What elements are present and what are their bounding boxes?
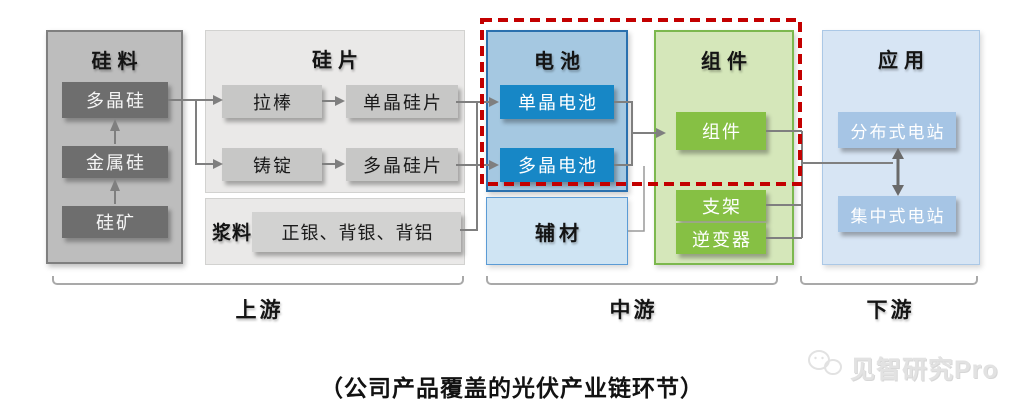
section-application: 应用 分布式电站 集中式电站 (822, 30, 980, 265)
brace-downstream (800, 276, 978, 285)
section-cell: 电池 单晶电池 多晶电池 (486, 30, 628, 192)
stage-label-upstream: 上游 (235, 299, 284, 322)
node-module: 组件 (676, 112, 766, 150)
brace-midstream (486, 276, 778, 285)
node-polysilicon: 多晶硅 (62, 82, 168, 118)
node-bracket: 支架 (676, 190, 766, 221)
node-poly-wafer: 多晶硅片 (346, 148, 458, 181)
node-mono-cell: 单晶电池 (500, 85, 614, 119)
stage-label-downstream: 下游 (866, 299, 915, 322)
section-paste: 浆料 正银、背银、背铝 (205, 198, 465, 265)
node-centralized-station: 集中式电站 (838, 196, 956, 232)
watermark-text: 见智研究Pro (850, 355, 999, 384)
node-poly-cell: 多晶电池 (500, 148, 614, 182)
node-paste-materials: 正银、背银、背铝 (252, 212, 461, 252)
node-inverter: 逆变器 (676, 223, 766, 254)
module-title: 组件 (701, 51, 753, 73)
section-silicon-material: 硅料 多晶硅 金属硅 硅矿 (46, 30, 183, 264)
node-mono-wafer: 单晶硅片 (346, 85, 458, 118)
paste-label: 浆料 (212, 223, 253, 244)
brace-upstream (52, 276, 464, 285)
section-auxiliary-material: 辅材 (486, 197, 628, 265)
stage-label-midstream: 中游 (609, 299, 658, 322)
section-wafer: 硅片 拉棒 单晶硅片 铸锭 多晶硅片 (205, 30, 465, 193)
wafer-title: 硅片 (312, 50, 364, 72)
section-module: 组件 组件 支架 逆变器 (654, 30, 794, 265)
application-title: 应用 (878, 50, 930, 72)
node-rod-pulling: 拉棒 (222, 85, 322, 118)
diagram-caption: （公司产品覆盖的光伏产业链环节） (320, 375, 704, 401)
auxiliary-material-label: 辅材 (535, 222, 583, 245)
node-metallic-silicon: 金属硅 (62, 146, 168, 178)
cell-title: 电池 (534, 51, 586, 73)
brand-watermark: 见智研究Pro (806, 348, 999, 387)
silicon-material-title: 硅料 (91, 51, 144, 73)
auxiliary-connector-line (628, 166, 645, 232)
node-ingot-casting: 铸锭 (222, 148, 322, 181)
node-distributed-station: 分布式电站 (838, 112, 956, 148)
wechat-icon (806, 348, 844, 387)
node-silicon-ore: 硅矿 (62, 206, 168, 238)
